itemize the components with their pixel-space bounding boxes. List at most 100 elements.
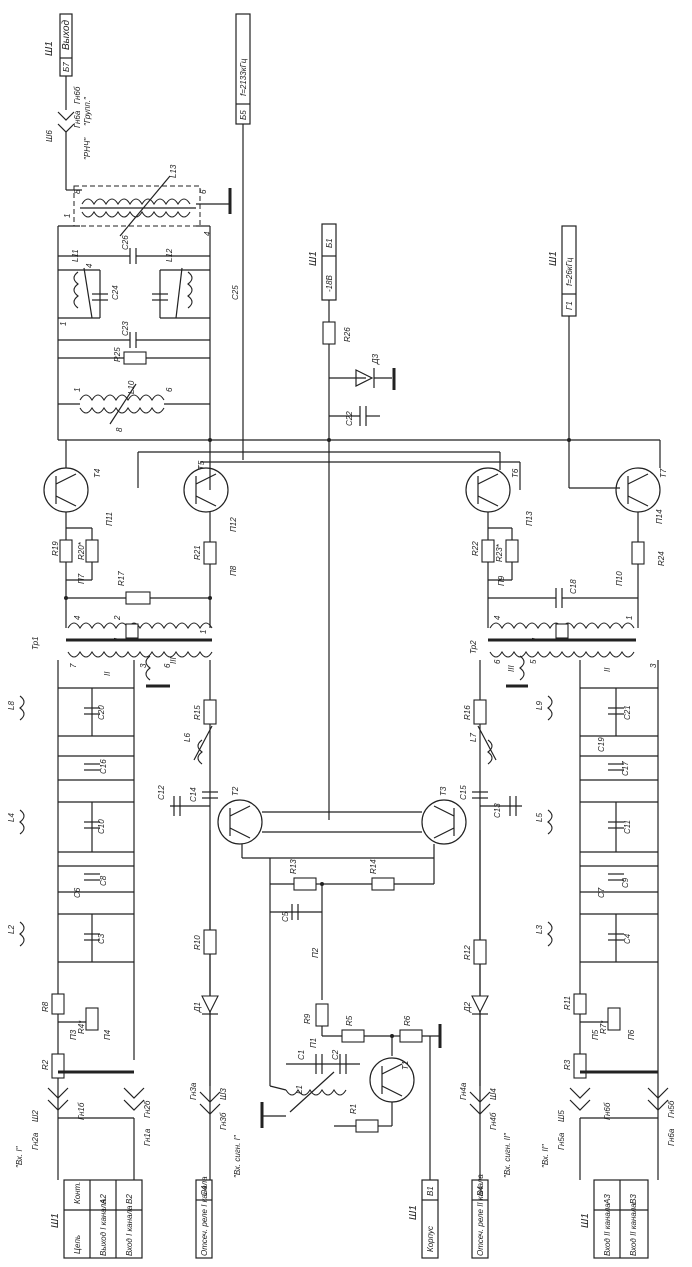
junction-dot [320, 882, 324, 886]
tr2-winding-3: III [507, 665, 516, 672]
transistor-t7: Т7 [615, 467, 668, 513]
tank-l3-c4: L3 С4 [535, 913, 658, 963]
tr1-pin1: 1 [199, 630, 208, 634]
out-b7-label: Выход [61, 20, 72, 50]
t4-label: Т4 [93, 468, 102, 478]
relay1-pin: С4 [200, 1185, 209, 1196]
vx1-label: "Вх. I" [15, 1145, 24, 1168]
r5-label: R5 [345, 1015, 354, 1026]
resistor-r8: R8 [41, 993, 65, 1015]
tr1-pin4: 4 [73, 615, 82, 620]
c20-label: С20 [97, 705, 106, 720]
tr1-pin3: 3 [139, 663, 148, 668]
out-ref: Ш1 [44, 41, 55, 56]
junction-dot [208, 596, 212, 600]
l11-pin4: 4 [85, 263, 94, 268]
l10-pin6: 6 [165, 387, 174, 392]
gn5a-label: Гн5а [557, 1132, 566, 1150]
l11-label: L11 [71, 249, 80, 262]
tr1-pin6: 6 [163, 663, 172, 668]
tank-l12-c25: L12 С25 [152, 248, 240, 319]
left-connector-table: Цепь Конт. Выход I канала А2 Вход I кана… [50, 1179, 143, 1259]
transistor-t3: Т3 [421, 786, 467, 845]
resistor-r7: R7* [580, 1007, 621, 1034]
resistor-r10: R10 [193, 929, 217, 955]
left-row1-pin: А2 [99, 1194, 108, 1205]
sh3-label: Ш3 [219, 1088, 228, 1100]
r9-label: R9 [303, 1013, 312, 1024]
gn6b-label: Гн6б [603, 1102, 612, 1120]
capacitor-c5: С5 [270, 904, 322, 922]
c1-label: С1 [297, 1050, 306, 1060]
relay2-box: В4 Отсеч. реле II канала [471, 1174, 489, 1259]
l4-label: L4 [7, 813, 16, 822]
korpus-label: Корпус [426, 1226, 435, 1252]
resistor-r2: R2 [41, 1053, 65, 1079]
t5-label: Т5 [197, 460, 206, 470]
p6-label: П6 [627, 1029, 636, 1040]
l11-pin1: 1 [59, 322, 68, 326]
resistor-r1: R1 [334, 1102, 393, 1133]
gn1a-label: Гн1а [143, 1128, 152, 1146]
r14-label: R14 [369, 859, 378, 874]
l10-pin1: 1 [73, 388, 82, 392]
inductor-l1: L1 [260, 1071, 347, 1128]
diode-d2: Д2 [463, 995, 489, 1015]
resistor-r4: R4* [58, 1007, 99, 1034]
left-row2-label: Вход I канала [125, 1205, 134, 1256]
t2-label: Т2 [231, 786, 240, 796]
korpus-pin: В1 [426, 1186, 435, 1196]
inductor-l10: L10 1 6 8 [58, 380, 210, 432]
l1-label: L1 [295, 1085, 304, 1094]
resistor-r13: R13 [270, 859, 322, 891]
resistor-r26: R26 [322, 321, 352, 345]
p8-label: П8 [229, 565, 238, 576]
resistor-r16: R16 [463, 699, 487, 725]
p5-label: П5 [591, 1029, 600, 1040]
resistor-r9: R9 [303, 1003, 329, 1027]
c8-label: С8 [99, 875, 108, 886]
t6-label: Т6 [511, 468, 520, 478]
c23-label: С23 [121, 321, 130, 336]
sh6-label: Ш6 [45, 130, 54, 142]
inductor-l7: L7 [469, 725, 497, 765]
capacitor-c18: С18 [488, 579, 638, 608]
junction-dot [208, 438, 212, 442]
c21-label: С21 [623, 705, 632, 720]
r24-label: R24 [657, 551, 666, 566]
resistor-r11: R11 [563, 993, 587, 1015]
l2-label: L2 [7, 925, 16, 934]
r12-label: R12 [463, 945, 472, 960]
resistor-r20: R20* [66, 527, 99, 581]
supply-ref: Ш1 [308, 251, 319, 266]
c3-label: С3 [97, 933, 106, 944]
r10-label: R10 [193, 935, 202, 950]
junction-dot [390, 1034, 394, 1038]
winding-tr2-iii: III 5 [506, 655, 538, 688]
r16-label: R16 [463, 705, 472, 720]
capacitor-c22: С22 [329, 406, 380, 426]
resistor-r3: R3 [563, 1053, 587, 1079]
gn2b-label: Гн2б [143, 1100, 152, 1118]
left-header-circuit: Цепь [73, 1235, 82, 1254]
l12-label: L12 [165, 248, 174, 262]
out-b5-label: f=2133кГц [239, 58, 248, 96]
korpus-ref: Ш1 [408, 1205, 419, 1220]
resistor-r17: R17 [66, 571, 210, 605]
c24-label: С24 [111, 285, 120, 300]
l13-pin4: 4 [203, 231, 212, 236]
l7-label: L7 [469, 733, 478, 742]
junction-dot [327, 438, 331, 442]
output-connector-b7: Выход Б7 Ш1 [44, 13, 73, 77]
r1-label: R1 [349, 1104, 358, 1114]
sh5-connector: Ш5 Гн5а Гн6б Гн5б Гн6а "Вх. II" [541, 1070, 676, 1168]
relay2-label: Отсеч. реле II канала [476, 1174, 485, 1256]
c26-label: С26 [121, 235, 130, 250]
p9-label: П9 [497, 575, 506, 586]
p11-label: П11 [105, 512, 114, 526]
korpus-box: В1 Корпус Ш1 [408, 1179, 439, 1259]
r17-label: R17 [117, 571, 126, 586]
caps-c6-c8: С8 С6 [58, 865, 134, 898]
